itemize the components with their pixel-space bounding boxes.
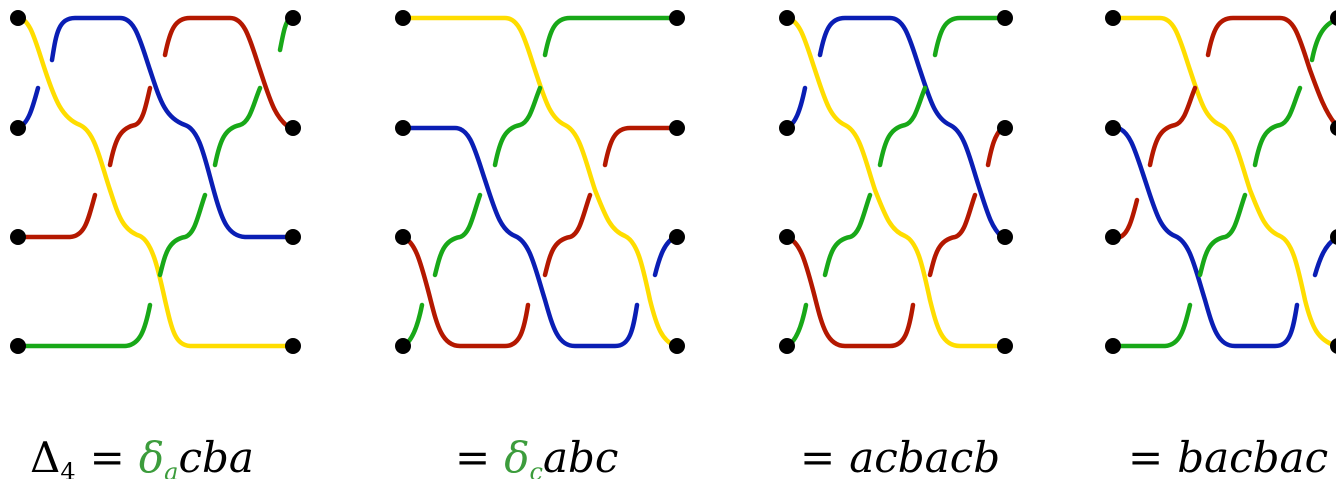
strand-green [542,15,678,58]
strand-blue [1115,125,1300,349]
endpoint-dot [10,120,26,136]
strand-green [492,85,543,168]
endpoint-dot [997,10,1013,26]
strand-green [157,192,208,278]
equals-sign: = [90,433,125,479]
strand-green [1252,85,1303,168]
endpoint-dot [779,338,795,354]
equals-sign: = [455,433,490,479]
endpoint-dot [1105,120,1121,136]
endpoint-dot [997,120,1013,136]
endpoint-dot [1330,338,1336,354]
endpoint-dot [395,338,411,354]
word-rest: cba [178,433,253,479]
strand-blue [1312,235,1336,278]
strand-red [602,125,678,168]
endpoint-dot [997,229,1013,245]
strand-red [1205,15,1336,128]
strand-red [107,85,153,168]
strand-red [542,192,593,278]
word-rest: abc [543,433,618,479]
endpoint-dot [669,229,685,245]
strand-green [432,192,483,278]
endpoint-dot [10,229,26,245]
braid-panel-1 [10,10,301,354]
word-rest: bacbac [1177,433,1328,479]
strand-red [927,192,978,278]
equation-label-3: = acbacb [800,433,1000,479]
endpoint-dot [285,120,301,136]
endpoint-dot [779,120,795,136]
equation-label-4: = bacbac [1128,433,1328,479]
endpoint-dot [10,10,26,26]
endpoint-dot [285,229,301,245]
endpoint-dot [997,338,1013,354]
strand-green [1117,302,1193,349]
strand-blue [49,15,293,240]
strand-red [1117,197,1140,240]
green-delta: δ [139,433,164,479]
strand-red [784,234,916,349]
endpoint-dot [1105,10,1121,26]
word-rest: acbacb [849,433,1000,479]
endpoint-dot [285,338,301,354]
endpoint-dot [395,229,411,245]
strand-green [22,302,153,349]
strand-green [212,85,263,168]
strand-red [400,234,531,349]
endpoint-dot [1330,229,1336,245]
endpoint-dot [1330,120,1336,136]
endpoint-dot [1105,338,1121,354]
endpoint-dot [779,229,795,245]
endpoint-dot [285,10,301,26]
strand-blue [817,15,1005,240]
endpoint-dot [1330,10,1336,26]
delta-subscript: 4 [60,458,75,479]
delta-symbol: Δ [30,433,60,479]
strand-red [22,192,98,240]
endpoint-dot [669,10,685,26]
endpoint-dot [669,120,685,136]
equation-label-1: Δ4 = δacba [30,433,254,479]
strand-green [1197,192,1248,278]
endpoint-dot [779,10,795,26]
endpoint-dot [395,10,411,26]
braid-panel-4 [1105,10,1336,354]
endpoint-dot [10,338,26,354]
endpoint-dot [669,338,685,354]
strand-yellow [400,15,678,349]
strand-yellow [1110,15,1336,349]
strand-red [162,15,293,131]
equation-label-2: = δcabc [455,433,618,479]
strand-green [877,85,928,168]
braid-panel-2 [395,10,685,354]
strand-green [1309,17,1336,63]
endpoint-dot [1105,229,1121,245]
green-delta-subscript: a [164,458,178,479]
strand-green [822,192,873,278]
green-delta-subscript: c [530,458,543,479]
strand-yellow [784,15,1003,349]
strand-yellow [15,15,293,349]
equals-sign: = [800,433,835,479]
green-delta: δ [504,433,529,479]
braid-panel-3 [779,10,1013,354]
endpoint-dot [395,120,411,136]
strand-red [1147,85,1198,168]
equals-sign: = [1128,433,1163,479]
strand-green [932,15,1003,58]
strand-blue [400,125,640,349]
